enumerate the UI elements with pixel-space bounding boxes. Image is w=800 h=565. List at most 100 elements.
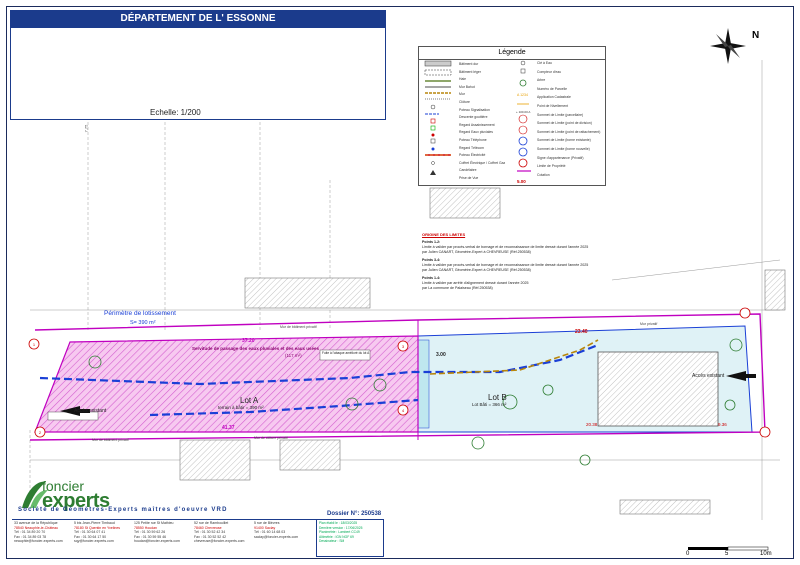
wall-label-1: Mur de bâtiment privatif	[92, 438, 129, 442]
office-city: 91400 Saclay	[254, 525, 276, 530]
legend-title: Légende	[419, 47, 605, 60]
dim-width-b: 3.00	[436, 352, 446, 358]
lot-a-label: Lot A	[240, 396, 259, 405]
north-arrow-icon: N	[710, 28, 759, 64]
office-mail: saclay@foncier-experts.com	[254, 534, 299, 539]
legend-item: Arbre	[537, 78, 546, 83]
office-fax: Fax : 01 30 64 17 50	[74, 534, 107, 539]
office-mail: sqy@foncier-experts.com	[74, 539, 114, 544]
office-addr: 5 bis Jean-Pierre Timbaud	[74, 521, 115, 525]
legend-item: Point de Nivellement	[537, 104, 569, 108]
office-city: 78180 St Quentin en Yvelines	[74, 525, 121, 530]
office-tel: Tél : 01 60 14 68 03	[254, 530, 286, 535]
office-fax: Fax : 01 30 59 55 46	[134, 534, 167, 539]
point-label-2: 2	[39, 430, 42, 435]
office-city: 78460 Chevreuse	[194, 525, 222, 530]
plan-info-box: Plan établi le : 18/03/2025 Dernière ver…	[316, 519, 384, 557]
legend-item: Regard Télécom	[459, 145, 485, 150]
legend-item: Numéro de Parcelle	[537, 86, 567, 91]
legend-item: Cotation	[537, 172, 550, 177]
scale-bar-0: 0	[686, 551, 690, 557]
legend-item: Mur	[459, 92, 465, 97]
lot-b-sub: Lot Bâti = 366 m²	[472, 402, 507, 407]
logo-line-2: experts	[42, 490, 110, 512]
point-label-1: 1	[33, 342, 36, 347]
note-line: par Julien CANART, Géomètre-Expert à CHE…	[422, 268, 531, 272]
scale-bar-5: 5	[725, 551, 729, 557]
legend-parcel-sample: A 1234	[517, 93, 528, 97]
department-title: DÉPARTEMENT DE L' ESSONNE	[10, 10, 386, 28]
info-line: Dessinateur : SM	[319, 539, 345, 544]
legend-box: Légende A 1234 + 100.00 A 5.00 Bâtiment …	[418, 46, 606, 186]
legend-item: Sommet de Limite (point de rattachement)	[537, 129, 601, 134]
office-tel: Tél : 01 30 52 42 34	[194, 530, 226, 535]
legend-item: Bâtiment léger	[459, 69, 481, 74]
legend-item: Clôture	[459, 100, 470, 104]
dim-bottom-a: 41.37	[222, 425, 235, 431]
legend-item: Coffret Électrique / Coffret Gaz	[459, 160, 506, 165]
wall-label-4: Mur de bâtiment privatif	[280, 325, 317, 329]
info-line: Dernière version : 17/06/2025	[319, 525, 363, 530]
svg-text:N: N	[752, 30, 759, 41]
point-label-3: 3	[402, 344, 405, 349]
logo-line-1: foncier	[42, 478, 85, 494]
note-line: par Julien CANART, Géomètre-Expert à CHE…	[422, 250, 531, 254]
office-tel: Tél : 01 30 64 07 41	[74, 530, 106, 535]
legend-item: Sommet de Limite (point de division)	[537, 121, 592, 126]
info-line: Altimétrie : IGN NGF 69	[319, 534, 354, 539]
legend-item: Application Cadastrale	[537, 95, 571, 100]
office-city: 78540 Neauphle-le-Château	[14, 525, 58, 530]
legend-item: Descente gouttière	[459, 115, 488, 120]
acces-right: Accès existant	[692, 373, 725, 379]
legend-nivel-sample: + 100.00 A	[516, 110, 530, 114]
note-title: Points 1-2:	[422, 240, 441, 244]
foncier-experts-logo	[22, 481, 48, 508]
legend-item: Signe d'appartenance (Privatif)	[537, 155, 584, 160]
office-addr: 5 rue de Bièvres	[254, 521, 280, 525]
office-mail: neauphle@foncier-experts.com	[14, 539, 63, 544]
office-addr: 33 avenue de la République	[14, 521, 58, 525]
note-title: Points 1-4:	[422, 276, 441, 280]
info-line: Plan établi le : 18/03/2025	[319, 521, 358, 525]
note-line: par La commune de Palaiseau (Réf.250538)	[422, 286, 493, 290]
lot-b-label: Lot B	[488, 393, 507, 402]
legend-item: Sommet de Limite (borne existante)	[537, 138, 591, 143]
office-mail: chevreuse@foncier-experts.com	[194, 539, 245, 544]
legend-item: Mur Bahut	[459, 84, 475, 89]
legend-item: Limite de Propriété	[537, 164, 566, 169]
office-city: 78550 Houdan	[134, 525, 157, 530]
servitude-area: (117 m²)	[285, 353, 302, 358]
legend-item: Poteau Signalisation	[459, 107, 490, 112]
legend-item: Clé à Eau	[537, 61, 552, 65]
point-label-4: 4	[402, 408, 405, 413]
legend-item: Regard Assainissement	[459, 122, 495, 127]
scale-label: Echelle: 1/200	[150, 108, 201, 117]
lot-a-sub: terrain à bâtir = 390 m²	[218, 405, 264, 410]
legend-item: Poteau Téléphone	[459, 138, 487, 142]
office-fax: Fax : 01 30 52 52 42	[194, 534, 227, 539]
note-title: Points 3-4:	[422, 258, 441, 262]
info-line: Planimétrie : Lambert CC49	[319, 530, 360, 535]
legend-item: Compteur d'eau	[537, 69, 562, 74]
legend-item: Sommet de Limite (parcellaire)	[537, 112, 584, 117]
footer-offices	[12, 519, 382, 558]
dossier-label: Dossier N°:	[327, 511, 360, 517]
acces-left: Accès existant	[74, 408, 107, 414]
office-fax: Fax : 01 34 89 03 78	[14, 534, 47, 539]
office-mail: houdan@foncier-experts.com	[134, 539, 180, 544]
office-tel: Tél : 01 30 59 62 26	[134, 530, 166, 535]
legend-item: Candélabre	[459, 168, 477, 173]
legend-cote-sample: 5.00	[517, 179, 526, 184]
office-addr: 52 rue de Rambouillet	[194, 521, 229, 525]
dossier-number: Dossier N°: 250538	[327, 511, 381, 517]
legend-item: Bâtiment dur	[459, 62, 479, 66]
note-line: Limite à valider par procès-verbal de bo…	[422, 245, 589, 249]
perimeter-label: Périmètre de lotissement	[104, 310, 176, 317]
office-addr: 125 Petite rue St Mathieu	[134, 521, 174, 525]
dim-left: 7.75	[83, 124, 89, 133]
